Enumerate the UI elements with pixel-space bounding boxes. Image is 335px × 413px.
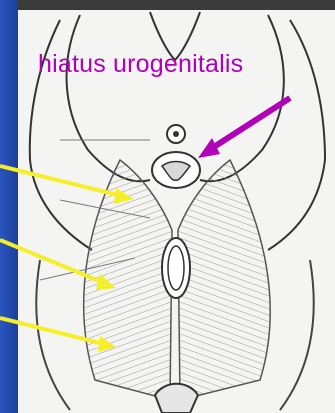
- muscle-arrow-2-shaft: [0, 240, 104, 283]
- hiatus-urogenitalis-label: hiatus urogenitalis: [38, 50, 243, 78]
- hiatus-arrow-head: [198, 138, 220, 158]
- muscle-arrow-1-shaft: [0, 166, 122, 196]
- muscle-arrow-1-head: [114, 188, 134, 204]
- muscle-arrow-3-head: [98, 336, 116, 352]
- muscle-arrow-2-head: [96, 274, 116, 290]
- muscle-arrow-3-shaft: [0, 318, 104, 344]
- hiatus-arrow-shaft: [206, 98, 290, 152]
